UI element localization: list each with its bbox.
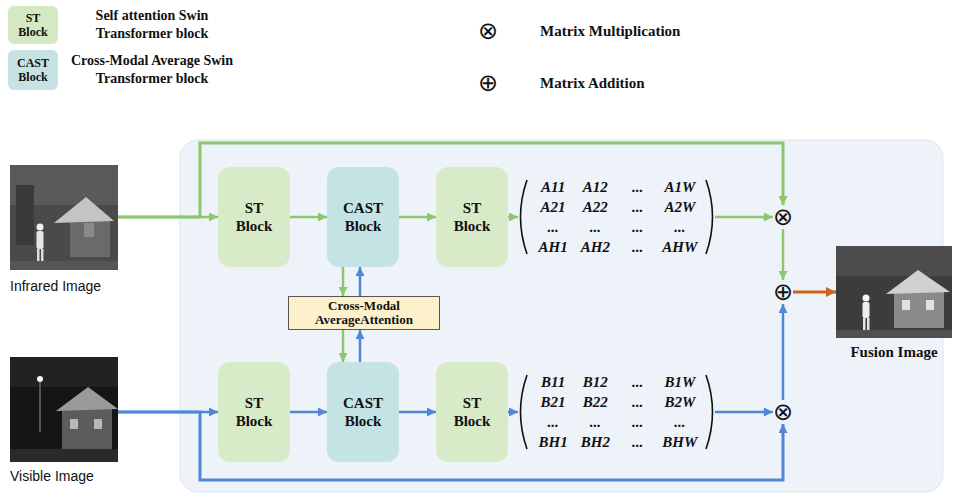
matrix-entry: ...: [659, 217, 701, 237]
weight-matrix: A11A12...A1WA21A22...A2W............AH1A…: [518, 177, 715, 257]
operator-glyph: ⊗: [773, 205, 793, 229]
matrix-entry: A22: [574, 197, 616, 217]
matrix-entry: B22: [574, 392, 616, 412]
flow-arrow: [290, 216, 327, 219]
matrix-entry: B21: [532, 392, 574, 412]
image-caption: Infrared Image: [10, 278, 118, 295]
swin-block: CAST Block: [327, 362, 399, 462]
flow-arrow: [508, 216, 518, 219]
image-panel: Visible Image: [10, 357, 118, 485]
block-label: CAST Block: [337, 199, 389, 235]
image-caption: Fusion Image: [836, 344, 952, 361]
matrix-entry: AH1: [532, 237, 574, 257]
matrix-entry: ...: [659, 412, 701, 432]
swin-block: ST Block: [218, 167, 290, 267]
matrix-entry: B1W: [659, 372, 701, 392]
swatch-label: CAST Block: [12, 56, 54, 84]
block-label: CAST Block: [337, 394, 389, 430]
matrix-entry: BH1: [532, 432, 574, 452]
flow-arrow: [508, 411, 518, 414]
block-label: ST Block: [228, 199, 280, 235]
operator-node: ⊗: [773, 400, 793, 424]
fusion-picture: [836, 246, 952, 338]
matrix-entry: ...: [617, 432, 659, 452]
matrix-entry: AH2: [574, 237, 616, 257]
flow-arrow: [342, 330, 345, 362]
matrix-entry: A12: [574, 177, 616, 197]
block-label: ST Block: [446, 394, 498, 430]
matrix-entry: ...: [574, 412, 616, 432]
legend-swatch: ST Block: [8, 6, 58, 44]
swin-block: ST Block: [436, 362, 508, 462]
operator-node: ⊕: [773, 280, 793, 304]
matrix-entry: A2W: [659, 197, 701, 217]
image-caption: Visible Image: [10, 468, 118, 485]
matrix-entry: B11: [532, 372, 574, 392]
visible-picture: [10, 357, 118, 462]
swin-block: CAST Block: [327, 167, 399, 267]
operator-glyph: ⊕: [773, 280, 793, 304]
flow-arrow: [290, 411, 327, 414]
legend-swatch: CAST Block: [8, 50, 58, 90]
matrix-entry: A21: [532, 197, 574, 217]
flow-arrow: [715, 411, 773, 414]
flow-arrow: [782, 229, 785, 280]
block-label: ST Block: [446, 199, 498, 235]
infrared-picture: [10, 165, 118, 270]
matrix-entry: ...: [532, 217, 574, 237]
flow-arrow: [359, 267, 362, 296]
legend-text: Cross-Modal Average Swin Transformer blo…: [66, 52, 238, 88]
image-panel: Fusion Image: [836, 246, 952, 361]
module-panel: [180, 140, 943, 492]
matrix-entry: ...: [574, 217, 616, 237]
matrix-entry: ...: [617, 217, 659, 237]
flow-arrow: [782, 304, 785, 400]
weight-matrix: B11B12...B1WB21B22...B2W............BH1B…: [518, 372, 715, 452]
matrix-entry: A11: [532, 177, 574, 197]
flow-arrow: [715, 216, 773, 219]
swin-block: ST Block: [218, 362, 290, 462]
legend-symbol: ⊕: [478, 71, 498, 95]
flow-arrow: [399, 411, 436, 414]
legend-text: Self attention Swin Transformer block: [66, 7, 238, 43]
flow-arrow: [359, 330, 362, 362]
swatch-label: ST Block: [12, 11, 54, 39]
legend-text: Matrix Multiplication: [540, 22, 680, 40]
legend-symbol: ⊗: [478, 19, 498, 43]
operator-node: ⊗: [773, 205, 793, 229]
matrix-entry: ...: [617, 237, 659, 257]
flow-arrow: [399, 216, 436, 219]
attention-label: Cross-Modal AverageAttention: [293, 299, 435, 327]
flow-arrow: [342, 267, 345, 296]
matrix-entry: B2W: [659, 392, 701, 412]
swin-block: ST Block: [436, 167, 508, 267]
matrix-entry: A1W: [659, 177, 701, 197]
matrix-entry: BH2: [574, 432, 616, 452]
matrix-entry: ...: [532, 412, 574, 432]
matrix-entry: ...: [617, 392, 659, 412]
matrix-entry: ...: [617, 372, 659, 392]
matrix-entry: ...: [617, 197, 659, 217]
attention-box: Cross-Modal AverageAttention: [288, 296, 440, 330]
legend-text: Matrix Addition: [540, 74, 645, 92]
flow-arrow: [793, 291, 836, 294]
matrix-entry: ...: [617, 412, 659, 432]
matrix-brackets: [521, 180, 713, 449]
matrix-entry: B12: [574, 372, 616, 392]
matrix-entry: AHW: [659, 237, 701, 257]
image-panel: Infrared Image: [10, 165, 118, 295]
operator-glyph: ⊗: [773, 400, 793, 424]
matrix-entry: BHW: [659, 432, 701, 452]
matrix-entry: ...: [617, 177, 659, 197]
block-label: ST Block: [228, 394, 280, 430]
